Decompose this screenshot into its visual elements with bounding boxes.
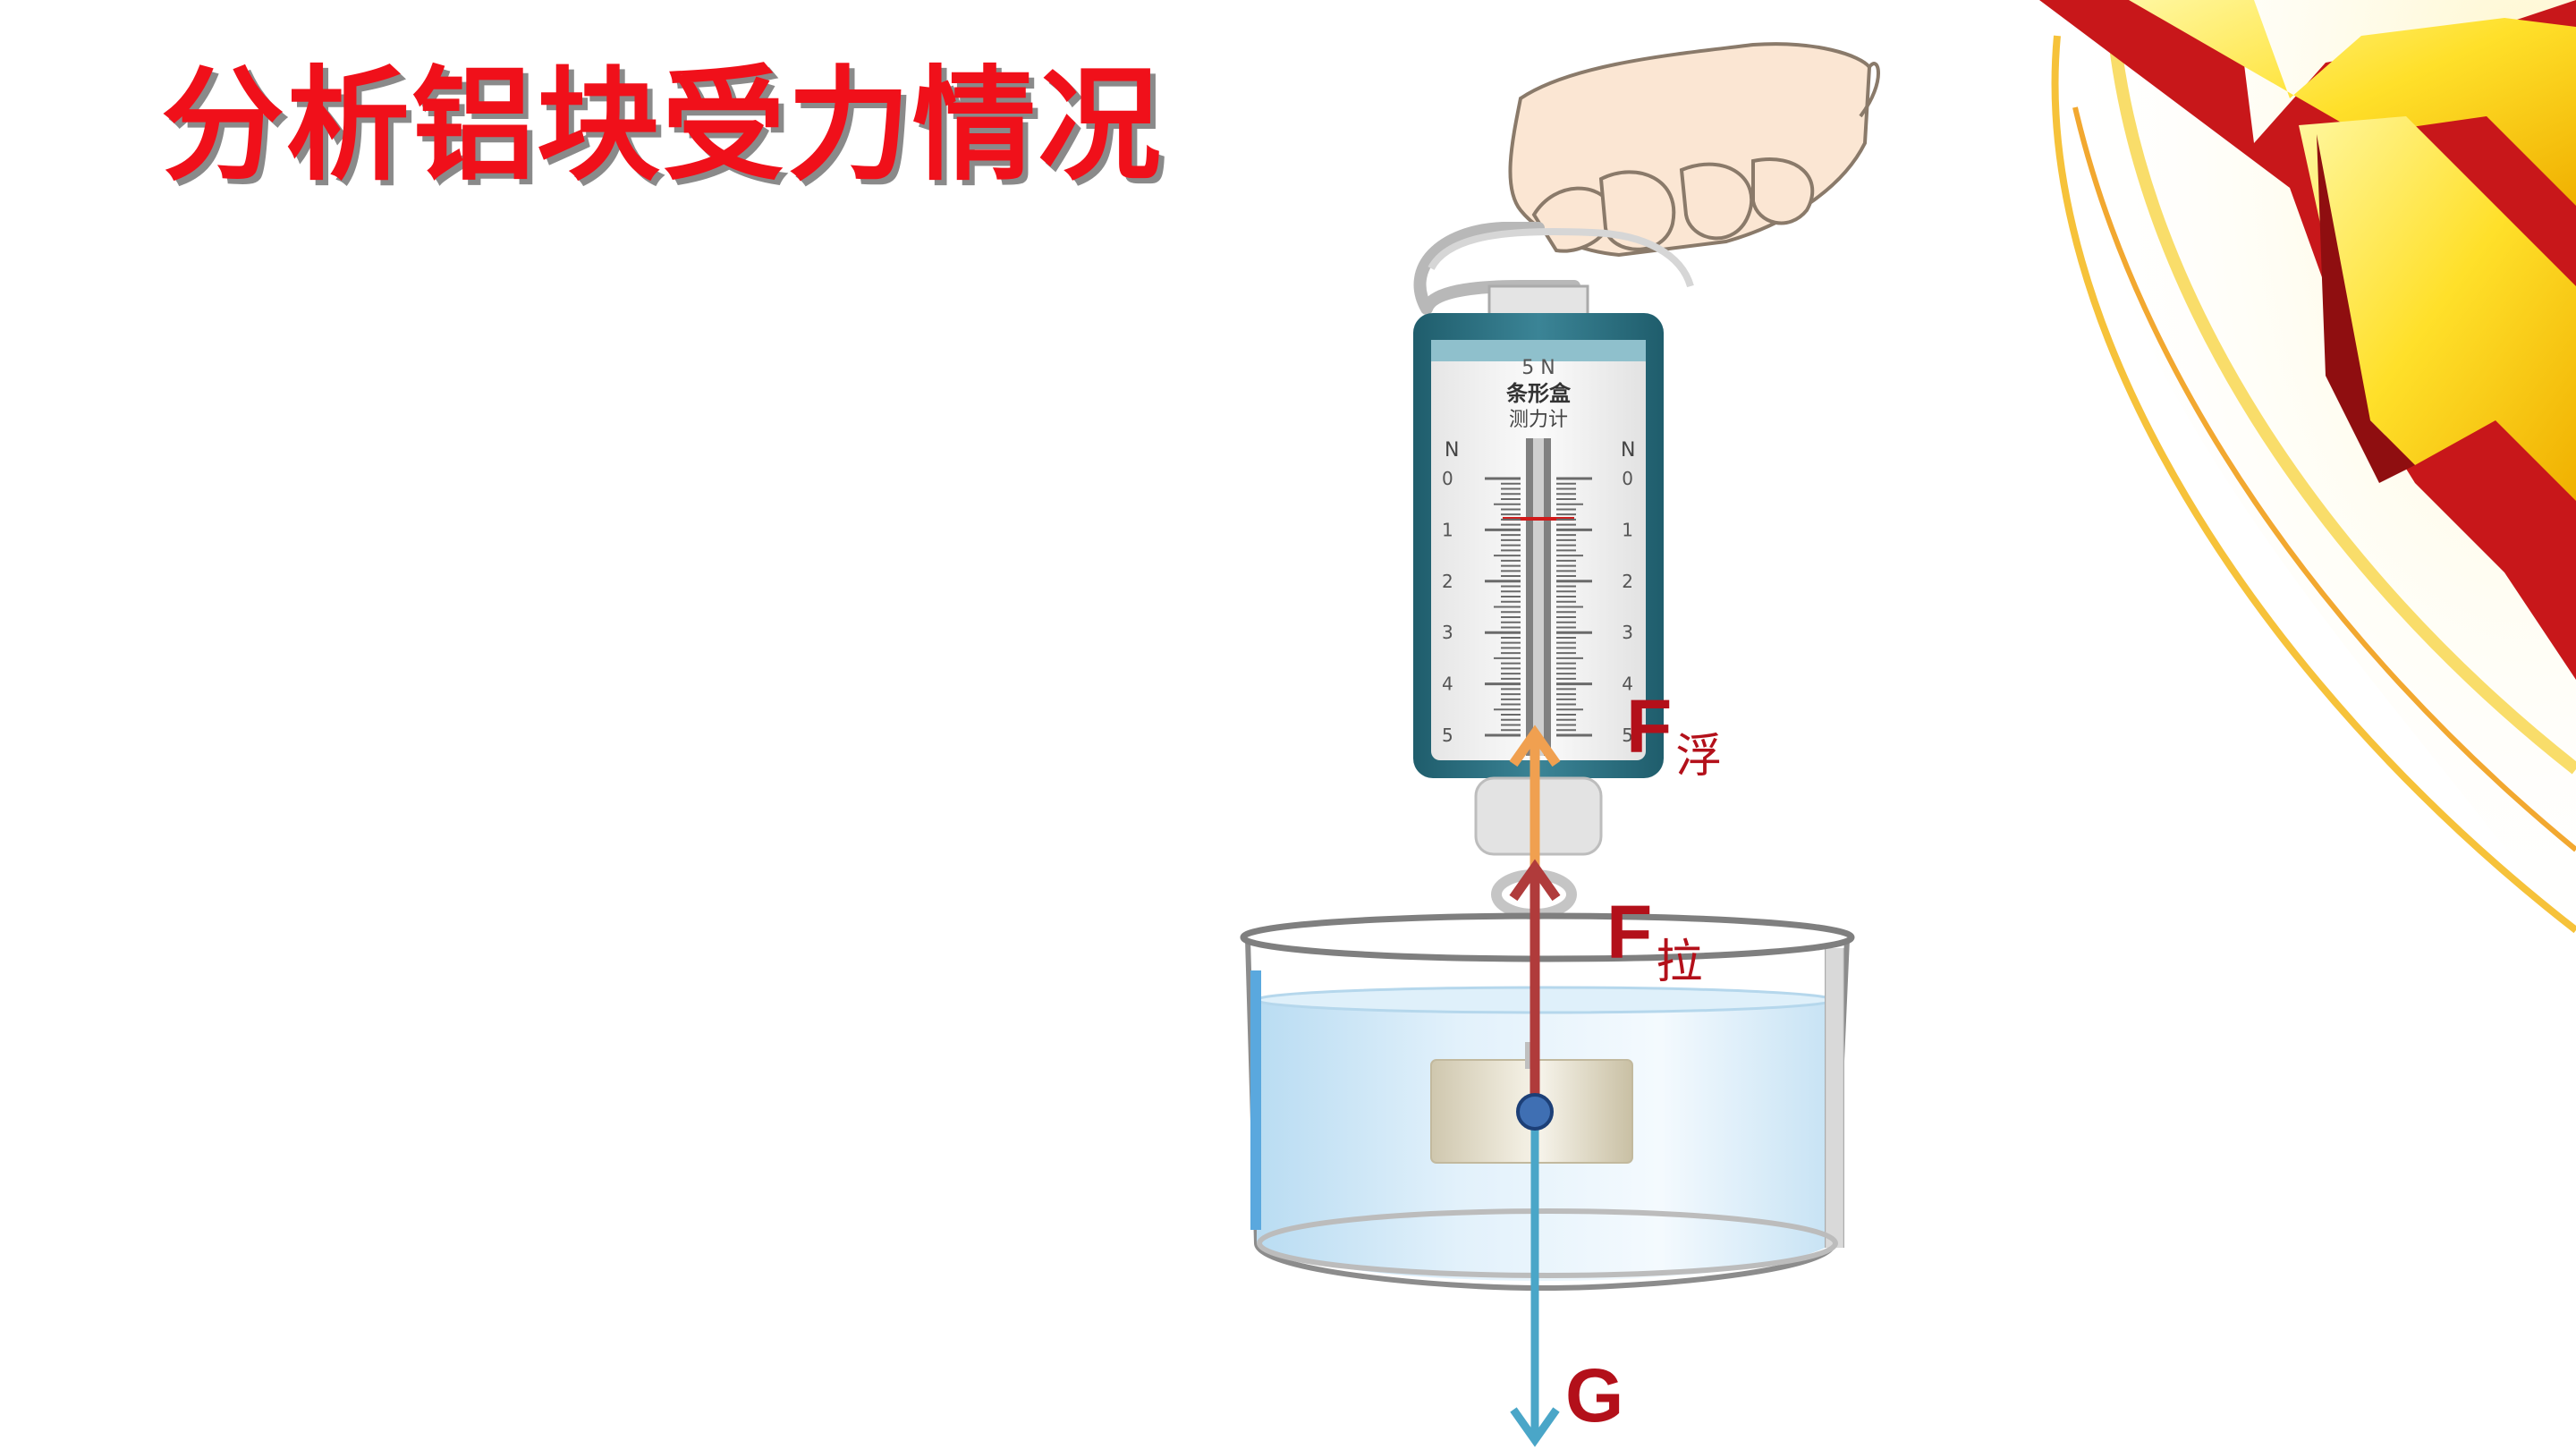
burst-swoosh-mid bbox=[2105, 0, 2576, 775]
burst-yellow-lower bbox=[2299, 116, 2576, 501]
label-buoyant-main: F bbox=[1626, 684, 1673, 768]
scale-tick-label-left: 1 bbox=[1442, 519, 1453, 540]
scale-tick-label-right: 5 bbox=[1622, 724, 1633, 746]
scale-tick-label-right: 2 bbox=[1622, 571, 1633, 592]
center-of-gravity-dot bbox=[1516, 1093, 1554, 1131]
scale-tick-label-right: 3 bbox=[1622, 622, 1633, 643]
scale-tick-label-right: 0 bbox=[1622, 468, 1633, 489]
label-tension-main: F bbox=[1606, 890, 1653, 974]
scale-header-2: 条形盒 bbox=[1506, 381, 1572, 406]
scale-tick-label-left: 0 bbox=[1442, 468, 1453, 489]
burst-red-shadow bbox=[2317, 134, 2415, 483]
force-arrows bbox=[1509, 724, 1561, 1447]
scale-unit-left: N bbox=[1445, 439, 1459, 462]
scale-tick-label-right: 1 bbox=[1622, 519, 1633, 540]
label-tension-sub: 拉 bbox=[1656, 936, 1703, 989]
burst-yellow-top bbox=[2129, 0, 2576, 206]
scale-header-1: 5 N bbox=[1521, 357, 1555, 379]
scale-tick-label-left: 4 bbox=[1442, 674, 1453, 695]
scale-top-neck bbox=[1487, 284, 1589, 318]
arrow-tension-force bbox=[1509, 859, 1561, 1112]
scale-tick-label-left: 2 bbox=[1442, 571, 1453, 592]
label-buoyant-force: F浮 bbox=[1626, 689, 1722, 780]
label-tension-force: F拉 bbox=[1606, 894, 1702, 986]
label-gravity-main: G bbox=[1565, 1353, 1624, 1437]
hand-illustration bbox=[1508, 42, 1880, 258]
scale-unit-right: N bbox=[1621, 439, 1635, 462]
arrow-gravity-force bbox=[1510, 1112, 1560, 1447]
scale-tick-label-left: 5 bbox=[1442, 724, 1453, 746]
scale-tick-label-left: 3 bbox=[1442, 622, 1453, 643]
slide-title: 分析铝块受力情况 bbox=[161, 54, 1164, 198]
scale-tick-label-right: 4 bbox=[1622, 674, 1633, 695]
label-gravity-force: G bbox=[1565, 1358, 1623, 1433]
burst-swoosh-inner bbox=[2072, 106, 2576, 852]
burst-swoosh-outer bbox=[2051, 35, 2576, 934]
beaker-rim bbox=[1240, 912, 1855, 962]
scale-header-3: 测力计 bbox=[1509, 409, 1568, 431]
scale-ticks: 0 0 1 1 2 2 3 3 4 4 5 5 bbox=[1442, 468, 1633, 746]
label-buoyant-sub: 浮 bbox=[1675, 730, 1723, 784]
